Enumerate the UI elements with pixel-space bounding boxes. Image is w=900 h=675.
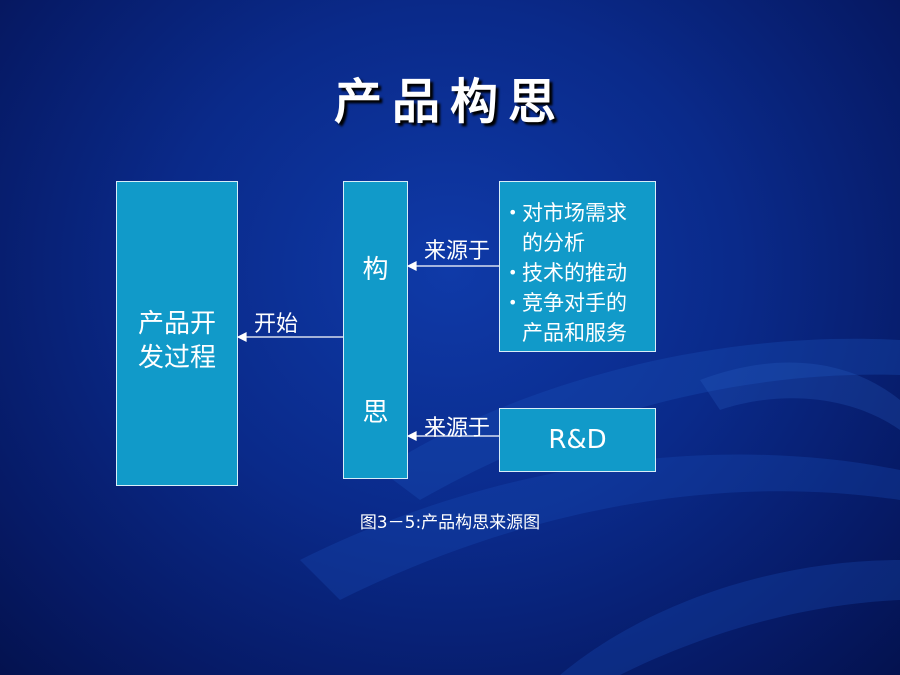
product-development-box: 产品开 发过程 bbox=[116, 181, 238, 486]
arrow-source2-head bbox=[406, 431, 417, 441]
source-item-market: 对市场需求的分析 bbox=[508, 198, 647, 258]
figure-caption: 图3－5:产品构思来源图 bbox=[359, 513, 541, 533]
arrow-source1-head bbox=[406, 261, 417, 271]
label-source-1: 来源于 bbox=[424, 239, 491, 264]
arrow-start-head bbox=[236, 332, 247, 342]
rd-box: R&D bbox=[499, 408, 656, 472]
source-item-tech: 技术的推动 bbox=[508, 258, 655, 288]
concept-char-1: 构 bbox=[362, 255, 389, 285]
source-item-competitor: 竞争对手的产品和服务 bbox=[508, 288, 647, 348]
label-start: 开始 bbox=[254, 312, 299, 337]
product-development-line2: 发过程 bbox=[137, 343, 216, 373]
product-development-text: 产品开 发过程 bbox=[117, 307, 237, 375]
slide-title: 产品构思 bbox=[333, 74, 566, 130]
concept-char-2: 思 bbox=[362, 398, 389, 428]
label-source-2: 来源于 bbox=[424, 416, 491, 441]
rd-label: R&D bbox=[548, 425, 607, 455]
product-development-line1: 产品开 bbox=[137, 309, 216, 339]
concept-box: 构 思 bbox=[343, 181, 408, 479]
sources-box: 对市场需求的分析 技术的推动 竞争对手的产品和服务 bbox=[499, 181, 656, 352]
sources-list: 对市场需求的分析 技术的推动 竞争对手的产品和服务 bbox=[500, 182, 655, 348]
